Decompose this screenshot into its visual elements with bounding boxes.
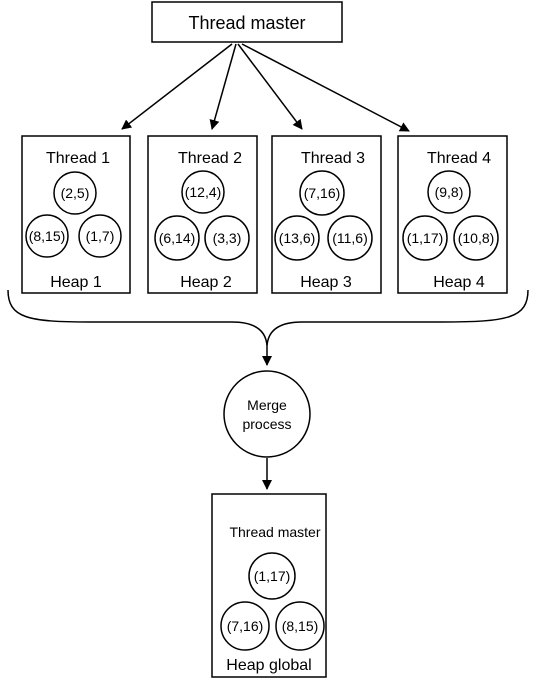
thread-title: Thread 1 xyxy=(46,150,110,167)
thread-title: Thread 3 xyxy=(301,150,365,167)
heap-node-label: (2,5) xyxy=(61,185,90,201)
heap-node-root xyxy=(53,171,97,215)
heap-node-label: (1,17) xyxy=(407,230,444,246)
thread-master-box: Thread master xyxy=(151,1,343,43)
heap-node-label: (1,17) xyxy=(254,568,291,584)
global-title: Thread master xyxy=(229,524,320,540)
heap-node-right xyxy=(453,215,499,261)
heap-label: Heap 1 xyxy=(50,274,102,291)
heap-node-label: (8,15) xyxy=(29,228,66,244)
heap-node-label: (7,16) xyxy=(227,618,264,634)
heap-node-label: (13,6) xyxy=(279,230,316,246)
global-heap-label: Heap global xyxy=(226,657,311,674)
heap-node-root xyxy=(181,170,225,214)
heap-node-right xyxy=(275,601,325,651)
merge-brace xyxy=(7,289,529,347)
heap-node-left xyxy=(154,215,200,261)
thread-box-4: Thread 4 (9,8) (1,17) (10,8) Heap 4 xyxy=(397,135,508,294)
merge-label-line2: process xyxy=(242,416,291,432)
arrow-to-thread-1 xyxy=(121,43,233,130)
thread-box-3: Thread 3 (7,16) (13,6) (11,6) Heap 3 xyxy=(271,135,382,294)
heap-label: Heap 4 xyxy=(433,274,485,291)
heap-node-label: (3,3) xyxy=(213,230,242,246)
merge-label-line1: Merge xyxy=(247,397,287,413)
heap-label: Heap 2 xyxy=(180,274,232,291)
heap-node-left xyxy=(402,215,448,261)
heap-node-right xyxy=(204,215,250,261)
heap-node-left xyxy=(25,214,69,258)
arrow-to-thread-3 xyxy=(237,43,303,130)
heap-node-root xyxy=(427,170,471,214)
thread-master-label: Thread master xyxy=(188,13,305,33)
heap-node-root xyxy=(248,552,296,600)
heap-node-label: (6,14) xyxy=(159,230,196,246)
thread-box-1: Thread 1 (2,5) (8,15) (1,7) Heap 1 xyxy=(21,135,131,294)
heap-node-label: (9,8) xyxy=(435,184,464,200)
heap-node-label: (10,8) xyxy=(458,230,495,246)
thread-title: Thread 4 xyxy=(427,150,491,167)
heap-node-right xyxy=(78,214,122,258)
dispatch-arrows xyxy=(121,43,410,132)
heap-node-left xyxy=(274,215,320,261)
heap-node-label: (11,6) xyxy=(332,230,368,246)
heap-node-label: (1,7) xyxy=(86,228,115,244)
heap-label: Heap 3 xyxy=(300,274,352,291)
thread-box-2: Thread 2 (12,4) (6,14) (3,3) Heap 2 xyxy=(147,135,258,294)
merge-process-node: Merge process xyxy=(223,370,311,458)
arrow-to-thread-4 xyxy=(241,43,410,132)
heap-node-label: (12,4) xyxy=(185,184,222,200)
heap-node-label: (7,16) xyxy=(304,185,341,201)
global-heap-box: Thread master (1,17) (7,16) (8,15) Heap … xyxy=(211,493,327,678)
arrow-to-thread-2 xyxy=(209,43,237,130)
heap-node-right xyxy=(327,215,373,261)
heap-node-root xyxy=(299,170,345,216)
heap-node-label: (8,15) xyxy=(282,618,319,634)
heap-node-left xyxy=(220,601,270,651)
thread-title: Thread 2 xyxy=(178,150,242,167)
